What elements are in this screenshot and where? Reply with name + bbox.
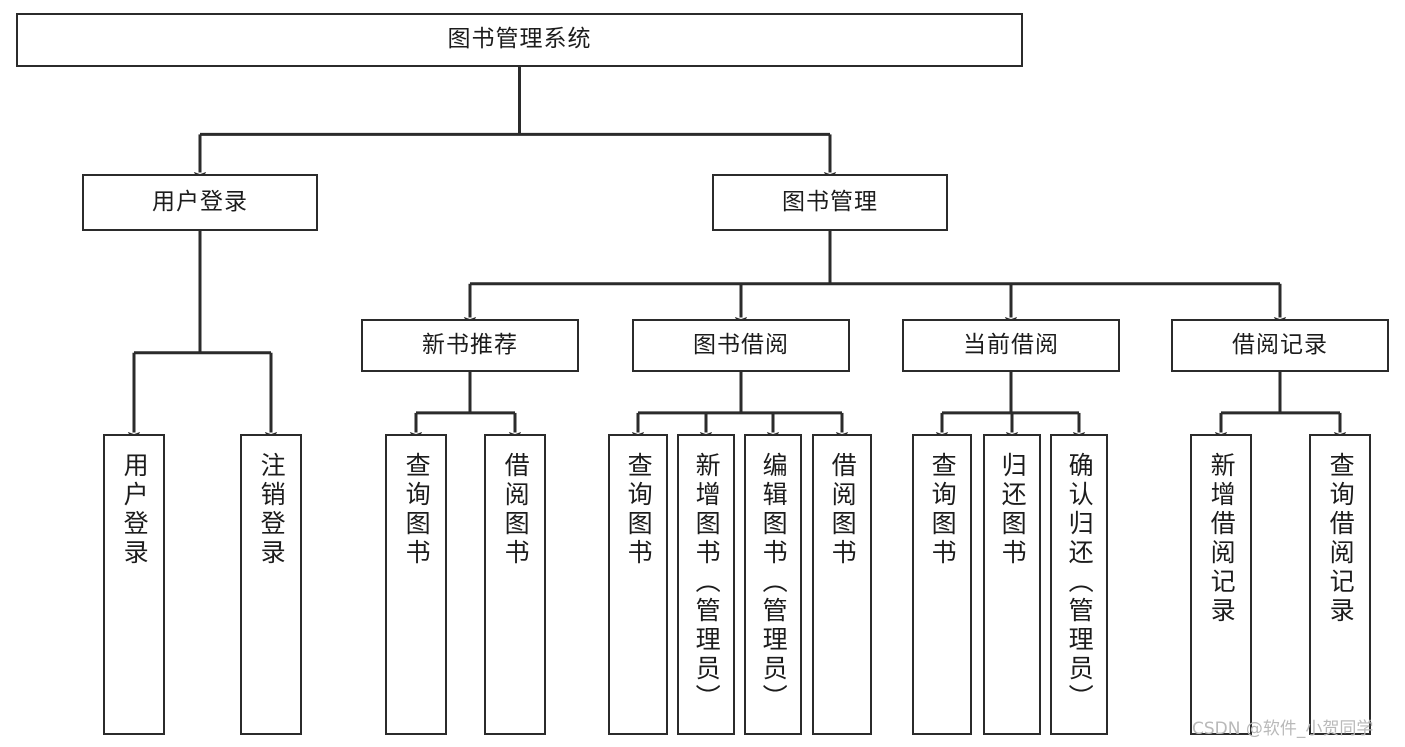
node-label: 借阅图书 — [828, 452, 858, 568]
node-leaf-rec-2[interactable]: 查询借阅记录 — [1309, 434, 1371, 735]
node-label: 查询图书 — [624, 452, 654, 568]
node-login[interactable]: 用户登录 — [82, 174, 318, 231]
node-label: 借阅图书 — [501, 452, 531, 568]
node-label: 新书推荐 — [422, 331, 518, 358]
node-label: 确认归还（管理员） — [1065, 452, 1095, 713]
node-label: 用户登录 — [152, 188, 248, 215]
node-label: 图书管理系统 — [447, 26, 592, 53]
node-leaf-cur-2[interactable]: 归还图书 — [983, 434, 1041, 735]
node-leaf-bor-2[interactable]: 新增图书（管理员） — [677, 434, 735, 735]
node-label: 查询图书 — [402, 452, 432, 568]
node-label: 图书管理 — [782, 188, 878, 215]
node-label: 新增图书（管理员） — [692, 452, 722, 713]
node-label: 用户登录 — [120, 452, 150, 568]
node-label: 查询图书 — [928, 452, 958, 568]
node-leaf-login-2[interactable]: 注销登录 — [240, 434, 302, 735]
node-records[interactable]: 借阅记录 — [1171, 319, 1389, 372]
node-leaf-login-1[interactable]: 用户登录 — [103, 434, 165, 735]
node-leaf-rec-1[interactable]: 新增借阅记录 — [1190, 434, 1252, 735]
node-label: 借阅记录 — [1232, 331, 1328, 358]
node-leaf-cur-1[interactable]: 查询图书 — [912, 434, 972, 735]
node-label: 图书借阅 — [693, 331, 789, 358]
node-current[interactable]: 当前借阅 — [902, 319, 1120, 372]
node-label: 新增借阅记录 — [1207, 452, 1237, 626]
node-label: 查询借阅记录 — [1326, 452, 1356, 626]
node-leaf-cur-3[interactable]: 确认归还（管理员） — [1050, 434, 1108, 735]
node-label: 注销登录 — [257, 452, 287, 568]
node-label: 归还图书 — [998, 452, 1028, 568]
node-leaf-new-2[interactable]: 借阅图书 — [484, 434, 546, 735]
node-label: 当前借阅 — [963, 331, 1059, 358]
node-leaf-bor-4[interactable]: 借阅图书 — [812, 434, 872, 735]
node-leaf-bor-3[interactable]: 编辑图书（管理员） — [744, 434, 802, 735]
node-borrow[interactable]: 图书借阅 — [632, 319, 850, 372]
node-bookmgmt[interactable]: 图书管理 — [712, 174, 948, 231]
node-newbook[interactable]: 新书推荐 — [361, 319, 579, 372]
node-leaf-new-1[interactable]: 查询图书 — [385, 434, 447, 735]
node-root[interactable]: 图书管理系统 — [16, 13, 1023, 67]
node-label: 编辑图书（管理员） — [759, 452, 789, 713]
node-leaf-bor-1[interactable]: 查询图书 — [608, 434, 668, 735]
csdn-watermark: CSDN @软件_小贺同学 — [1192, 719, 1374, 739]
